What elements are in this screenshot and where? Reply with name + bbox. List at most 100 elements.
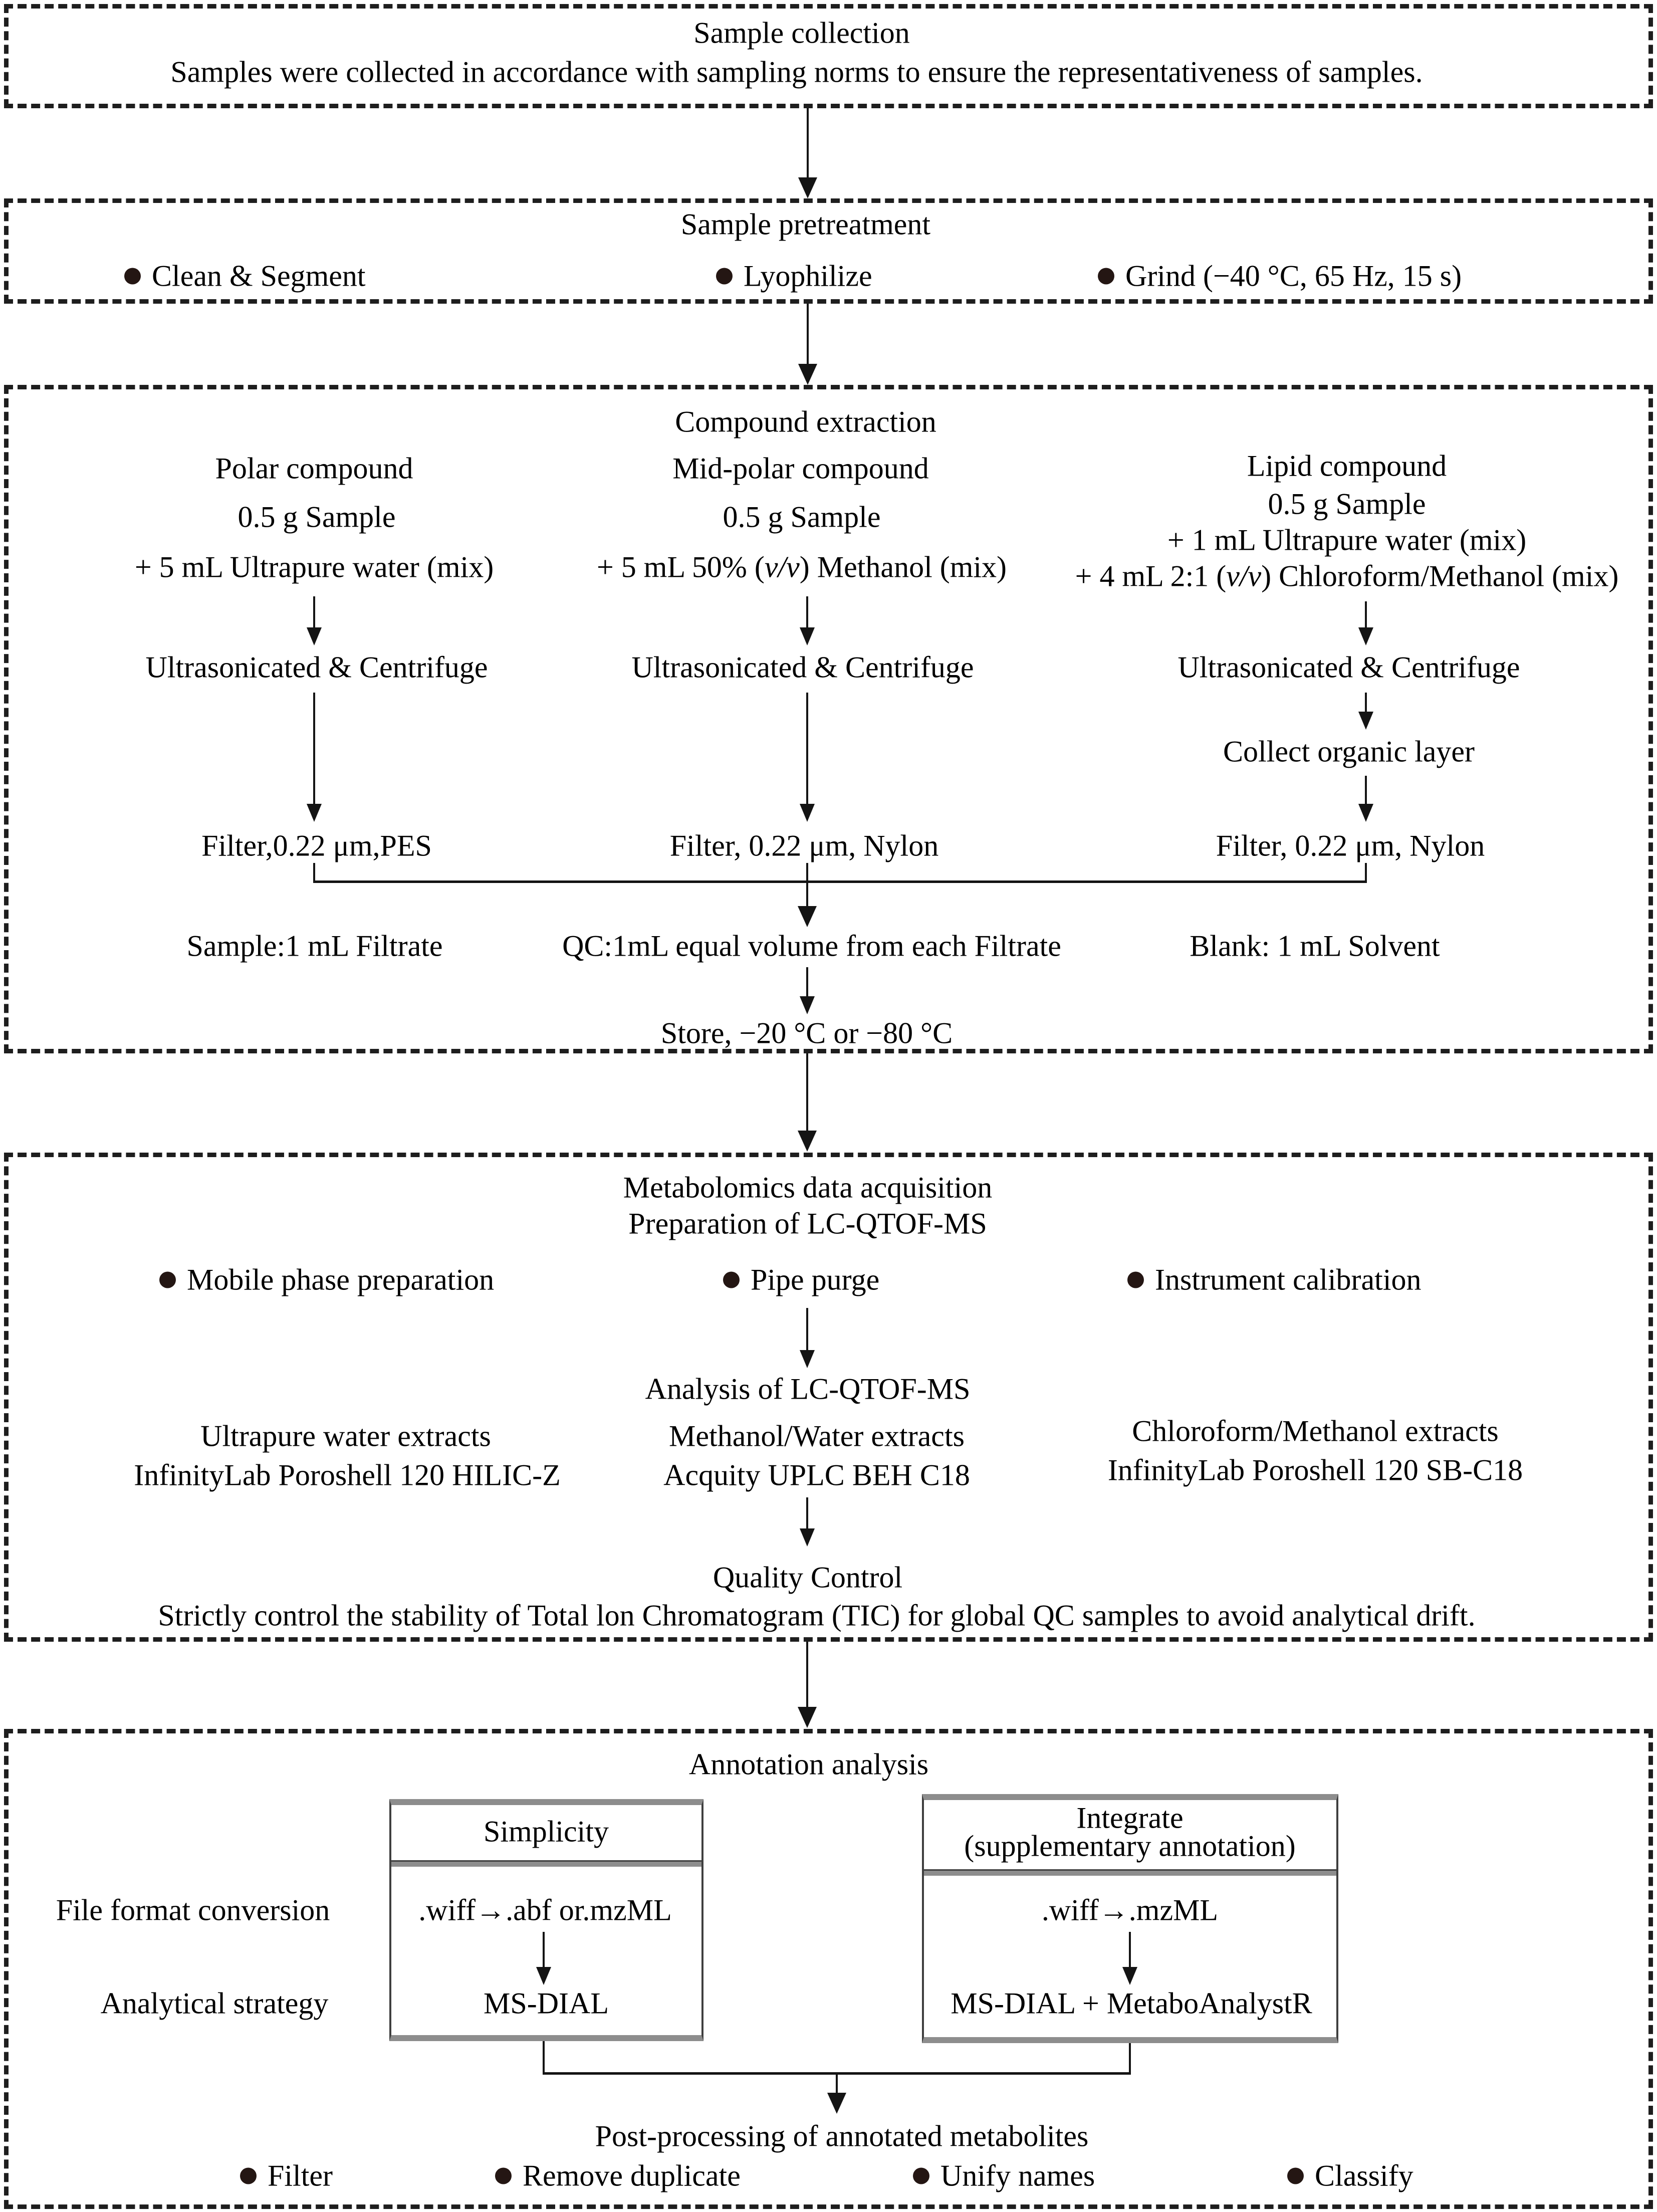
row-label-file-format: File format conversion — [56, 1893, 330, 1927]
arrow-down — [543, 1932, 545, 1967]
compound-extraction-box — [4, 385, 1653, 1053]
bullet-icon — [159, 1271, 176, 1288]
connector-line — [1365, 863, 1367, 882]
sample-pretreatment-title: Sample pretreatment — [680, 207, 931, 241]
integrate-box-separator — [924, 1869, 1336, 1876]
extract-col2-name: Methanol/Water extracts — [669, 1419, 965, 1453]
simplicity-strategy: MS-DIAL — [484, 1986, 609, 2020]
extract-col2-column: Acquity UPLC BEH C18 — [663, 1458, 970, 1492]
sample-filtrate-label: Sample:1 mL Filtrate — [186, 929, 443, 963]
extract-col1-name: Ultrapure water extracts — [200, 1419, 491, 1453]
analysis-title: Analysis of LC-QTOF-MS — [645, 1372, 971, 1406]
bullet-icon — [716, 268, 733, 285]
collect-organic-layer: Collect organic layer — [1223, 735, 1475, 768]
extract-col3-name: Chloroform/Methanol extracts — [1132, 1414, 1499, 1448]
compound-extraction-title: Compound extraction — [675, 405, 936, 438]
solvent-text: + 5 mL 50% ( — [596, 550, 765, 584]
bullet-label: Instrument calibration — [1155, 1263, 1422, 1296]
mid-polar-sample: 0.5 g Sample — [723, 500, 881, 534]
bullet-icon — [495, 2167, 512, 2184]
integrate-subtitle: (supplementary annotation) — [964, 1829, 1296, 1863]
simplicity-conversion: .wiff→.abf or.mzML — [418, 1893, 672, 1927]
arrow-down — [806, 967, 808, 996]
solvent-text: + 4 mL 2:1 ( — [1075, 559, 1227, 593]
polar-compound-heading: Polar compound — [215, 452, 413, 485]
sample-collection-title: Sample collection — [693, 16, 910, 50]
mid-polar-solvent: + 5 mL 50% (v/v) Methanol (mix) — [597, 550, 1007, 585]
connector-line — [313, 863, 315, 882]
arrow-down — [806, 1497, 808, 1528]
lipid-solvent: + 4 mL 2:1 (v/v) Chloroform/Methanol (mi… — [1075, 559, 1619, 594]
data-acquisition-title: Metabolomics data acquisition — [623, 1171, 993, 1204]
arrow-down — [1365, 601, 1367, 627]
bullet-icon — [913, 2167, 929, 2184]
vv-italic: v/v — [1226, 559, 1262, 593]
simplicity-box — [389, 1799, 703, 2041]
pretreatment-bullet-lyophilize: Lyophilize — [716, 259, 872, 294]
bullet-label: Grind (−40 °C, 65 Hz, 15 s) — [1125, 259, 1462, 293]
bullet-label: Unify names — [940, 2159, 1095, 2192]
arrow-down — [1129, 1932, 1131, 1967]
arrow-down — [806, 1642, 808, 1707]
data-acquisition-subtitle: Preparation of LC-QTOF-MS — [628, 1207, 987, 1240]
sample-pretreatment-box — [4, 198, 1653, 304]
post-bullet-unify-names: Unify names — [913, 2159, 1095, 2193]
arrow-down — [807, 108, 809, 177]
mid-polar-filter: Filter, 0.22 μm, Nylon — [669, 829, 939, 862]
mid-polar-compound-heading: Mid-polar compound — [672, 452, 929, 485]
arrow-down — [313, 693, 315, 804]
post-bullet-filter: Filter — [240, 2159, 333, 2193]
polar-step: Ultrasonicated & Centrifuge — [145, 650, 488, 684]
bullet-label: Clean & Segment — [152, 259, 366, 293]
arrow-down — [313, 596, 315, 627]
lipid-compound-heading: Lipid compound — [1247, 449, 1447, 483]
polar-filter: Filter,0.22 μm,PES — [201, 829, 432, 862]
arrow-down — [1365, 693, 1367, 712]
annotation-analysis-title: Annotation analysis — [688, 1747, 929, 1781]
simplicity-box-separator — [391, 1860, 701, 1867]
arrow-down — [806, 1308, 808, 1350]
sample-collection-box — [4, 4, 1653, 108]
bullet-icon — [1287, 2167, 1304, 2184]
solvent-text: ) Methanol (mix) — [799, 550, 1007, 584]
connector-line — [543, 2072, 1131, 2075]
bullet-icon — [240, 2167, 257, 2184]
arrow-down — [806, 693, 808, 804]
qc-filtrate-label: QC:1mL equal volume from each Filtrate — [562, 929, 1061, 963]
bullet-label: Lyophilize — [744, 259, 872, 293]
connector-line — [806, 863, 808, 882]
quality-control-title: Quality Control — [713, 1561, 903, 1594]
integrate-strategy: MS-DIAL + MetaboAnalystR — [951, 1986, 1312, 2020]
blank-solvent-label: Blank: 1 mL Solvent — [1190, 929, 1440, 963]
lipid-step: Ultrasonicated & Centrifuge — [1177, 650, 1520, 684]
mid-polar-step: Ultrasonicated & Centrifuge — [631, 650, 974, 684]
arrow-down — [806, 882, 808, 906]
bullet-label: Classify — [1315, 2159, 1413, 2192]
extract-col3-column: InfinityLab Poroshell 120 SB-C18 — [1107, 1453, 1523, 1487]
row-label-analytical-strategy: Analytical strategy — [100, 1986, 329, 2020]
bullet-label: Mobile phase preparation — [187, 1263, 495, 1296]
arrow-down — [806, 596, 808, 627]
acquisition-bullet-calibration: Instrument calibration — [1127, 1263, 1422, 1297]
bullet-label: Filter — [268, 2159, 333, 2192]
data-acquisition-box — [4, 1153, 1653, 1642]
bullet-icon — [124, 268, 141, 285]
lipid-filter: Filter, 0.22 μm, Nylon — [1216, 829, 1485, 862]
pretreatment-bullet-grind: Grind (−40 °C, 65 Hz, 15 s) — [1098, 259, 1462, 294]
post-processing-title: Post-processing of annotated metabolites — [595, 2119, 1089, 2153]
simplicity-title: Simplicity — [483, 1815, 609, 1848]
bullet-label: Pipe purge — [751, 1263, 880, 1296]
store-label: Store, −20 °C or −80 °C — [660, 1016, 953, 1050]
integrate-box — [922, 1794, 1338, 2043]
extract-col1-column: InfinityLab Poroshell 120 HILIC-Z — [134, 1458, 561, 1492]
quality-control-note: Strictly control the stability of Total … — [158, 1599, 1476, 1632]
connector-line — [313, 880, 1367, 883]
connector-line — [1129, 2043, 1131, 2074]
lipid-sample: 0.5 g Sample — [1268, 487, 1426, 521]
sample-collection-description: Samples were collected in accordance wit… — [170, 55, 1423, 89]
polar-solvent: + 5 mL Ultrapure water (mix) — [134, 550, 494, 584]
connector-line — [543, 2041, 545, 2074]
arrow-down — [836, 2075, 838, 2093]
solvent-text: ) Chloroform/Methanol (mix) — [1261, 559, 1619, 593]
